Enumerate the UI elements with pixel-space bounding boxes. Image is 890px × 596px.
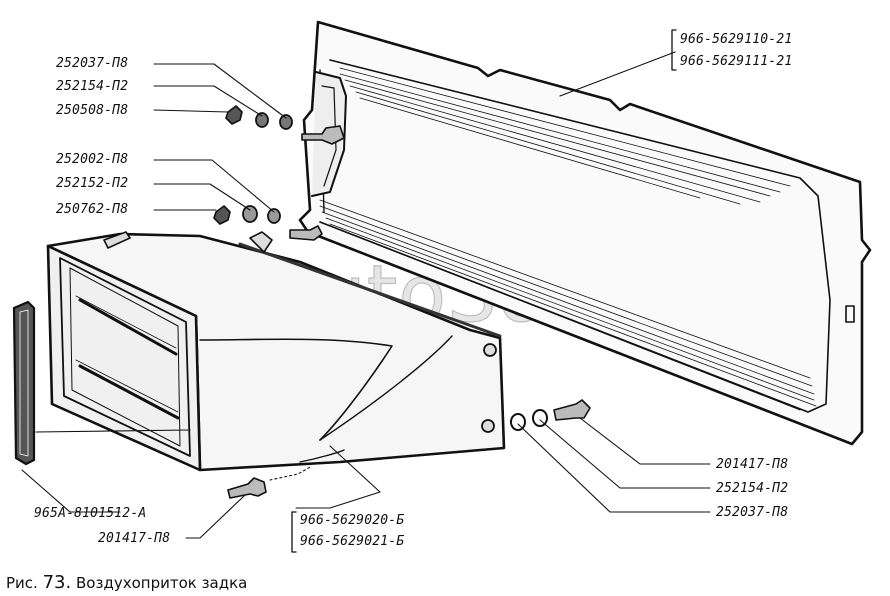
label-panel-b: 966-5629111-21 bbox=[680, 54, 793, 69]
label-panel-a: 966-5629110-21 bbox=[680, 32, 793, 47]
label-nut-mid-1: 252002-П8 bbox=[56, 152, 129, 167]
label-duct-b: 966-5629021-Б bbox=[300, 534, 405, 549]
figure-caption: Рис. 73. Воздухоприток задка bbox=[6, 572, 247, 593]
caption-title: Воздухоприток задка bbox=[76, 574, 248, 592]
label-nut-top-1: 252037-П8 bbox=[56, 56, 129, 71]
duct-grille-lines bbox=[75, 295, 180, 420]
rear-panel bbox=[298, 20, 872, 446]
leader-lines bbox=[21, 51, 711, 539]
bracket-panel bbox=[671, 29, 677, 71]
panel-hatching-top bbox=[339, 67, 791, 205]
label-nut-top-2: 252154-П2 bbox=[56, 79, 129, 94]
fasteners-top bbox=[225, 105, 345, 145]
filter-element bbox=[12, 300, 36, 466]
label-washer-right-2: 252037-П8 bbox=[716, 505, 789, 520]
label-nut-top-3: 250508-П8 bbox=[56, 103, 129, 118]
caption-prefix: Рис. bbox=[6, 574, 38, 592]
bracket-duct bbox=[291, 511, 297, 553]
label-washer-right: 252154-П2 bbox=[716, 481, 789, 496]
air-duct bbox=[46, 231, 506, 472]
fasteners-bottom bbox=[227, 477, 267, 499]
label-bolt-bottom: 201417-П8 bbox=[98, 531, 171, 546]
label-nut-mid-3: 250762-П8 bbox=[56, 202, 129, 217]
label-filter: 965А-8101512-А bbox=[34, 506, 147, 521]
fasteners-middle bbox=[213, 205, 323, 241]
panel-hatching-bottom bbox=[319, 199, 817, 411]
fasteners-right bbox=[510, 399, 591, 431]
label-duct-a: 966-5629020-Б bbox=[300, 513, 405, 528]
caption-number: 73. bbox=[42, 572, 72, 593]
label-nut-mid-2: 252152-П2 bbox=[56, 176, 129, 191]
label-bolt-right: 201417-П8 bbox=[716, 457, 789, 472]
